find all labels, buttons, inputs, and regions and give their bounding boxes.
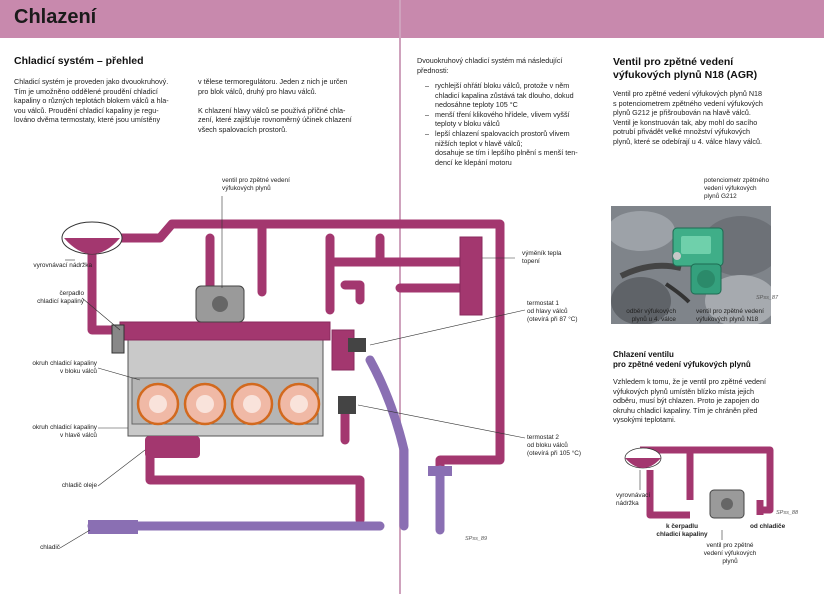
advantage-item: menší tření klikového hřídele, vlivem vy…	[425, 110, 605, 129]
radiator	[88, 520, 138, 534]
section-title-overview: Chladicí systém – přehled	[14, 55, 144, 67]
reservoir-coolant	[64, 238, 120, 254]
egr-title: Ventil pro zpětné vedení výfukových plyn…	[613, 56, 758, 81]
pipe-thermo-top	[340, 280, 365, 305]
label-head-circuit: okruh chladicí kapaliny v hlavě válců	[32, 424, 97, 439]
label-from-cooler: od chladiče	[750, 523, 786, 530]
egr-cooling-title: Chlazení ventilu pro zpětné vedení výfuk…	[613, 350, 751, 369]
pipe-bottom-return	[145, 450, 365, 525]
main-leader-lines	[59, 196, 526, 549]
label-radiator: chladič	[40, 544, 60, 551]
radiator-pipes	[87, 355, 445, 535]
small-coolant-pipes	[640, 446, 774, 519]
overview-text-col1: Chladicí systém je proveden jako dvouokr…	[14, 77, 169, 125]
label-small-reservoir: vyrovnávací nádržka	[616, 492, 651, 507]
small-leader-lines	[639, 470, 723, 540]
photo-label-potentiometer: potenciometr zpětného vedení výfukových …	[704, 177, 770, 200]
page-gutter	[399, 0, 401, 594]
photo-label-exhaust-takeoff: odběr výfukových plynů u 4. válce	[626, 308, 676, 323]
label-thermostat-2: termostat 2 od bloku válců (otevírá při …	[527, 434, 582, 457]
overview-text-col2: v tělese termoregulátoru. Jeden z nich j…	[198, 77, 352, 134]
pump-pulley	[111, 324, 125, 354]
pipe-reservoir-pump	[87, 245, 120, 335]
small-diagram-code: SPss_88	[776, 510, 799, 516]
header-band	[0, 0, 824, 38]
label-heat-exchanger: výměník tepla topení	[522, 250, 562, 265]
main-diagram-code: SPss_89	[465, 536, 488, 542]
label-egr-valve: ventil pro zpětné vedení výfukových plyn…	[222, 177, 290, 192]
label-oil-cooler: chladič oleje	[61, 482, 97, 489]
thermostat-2	[338, 396, 356, 414]
heater-exchanger	[459, 236, 483, 316]
label-small-egr-valve: ventil pro zpětné vedení výfukových plyn…	[703, 542, 757, 565]
label-to-pump: k čerpadlu chladicí kapaliny	[656, 523, 708, 538]
pipe-heater-link	[325, 233, 385, 267]
advantage-item: rychlejší ohřátí bloku válců, protože v …	[425, 81, 605, 110]
oil-cooler	[145, 436, 200, 458]
advantages-list: rychlejší ohřátí bloku válců, protože v …	[425, 81, 605, 167]
advantage-item: lepší chlazení spalovacích prostorů vliv…	[425, 129, 605, 167]
page-title: Chlazení	[14, 6, 97, 28]
pipe-top-return	[113, 219, 505, 243]
photo-code: SPss_87	[756, 295, 779, 301]
egr-photo-art	[611, 206, 771, 324]
label-reservoir: vyrovnávací nádržka	[33, 262, 92, 269]
egr-cooling-text: Vzhledem k tomu, že je ventil pro zpětné…	[613, 377, 767, 425]
egr-text: Ventil pro zpětné vedení výfukových plyn…	[613, 89, 763, 146]
label-block-circuit: okruh chladicí kapaliny v bloku válců	[32, 360, 97, 375]
label-thermostat-1: termostat 1 od hlavy válců (otevírá při …	[527, 300, 578, 323]
thermostat-1	[348, 338, 366, 352]
advantages-intro: Dvouokruhový chladicí systém má následuj…	[417, 56, 563, 75]
egr-valve-photo	[611, 206, 771, 324]
label-pump: čerpadlo chladicí kapaliny	[37, 290, 84, 305]
photo-label-egr-valve: ventil pro zpětné vedení výfukových plyn…	[696, 308, 764, 323]
